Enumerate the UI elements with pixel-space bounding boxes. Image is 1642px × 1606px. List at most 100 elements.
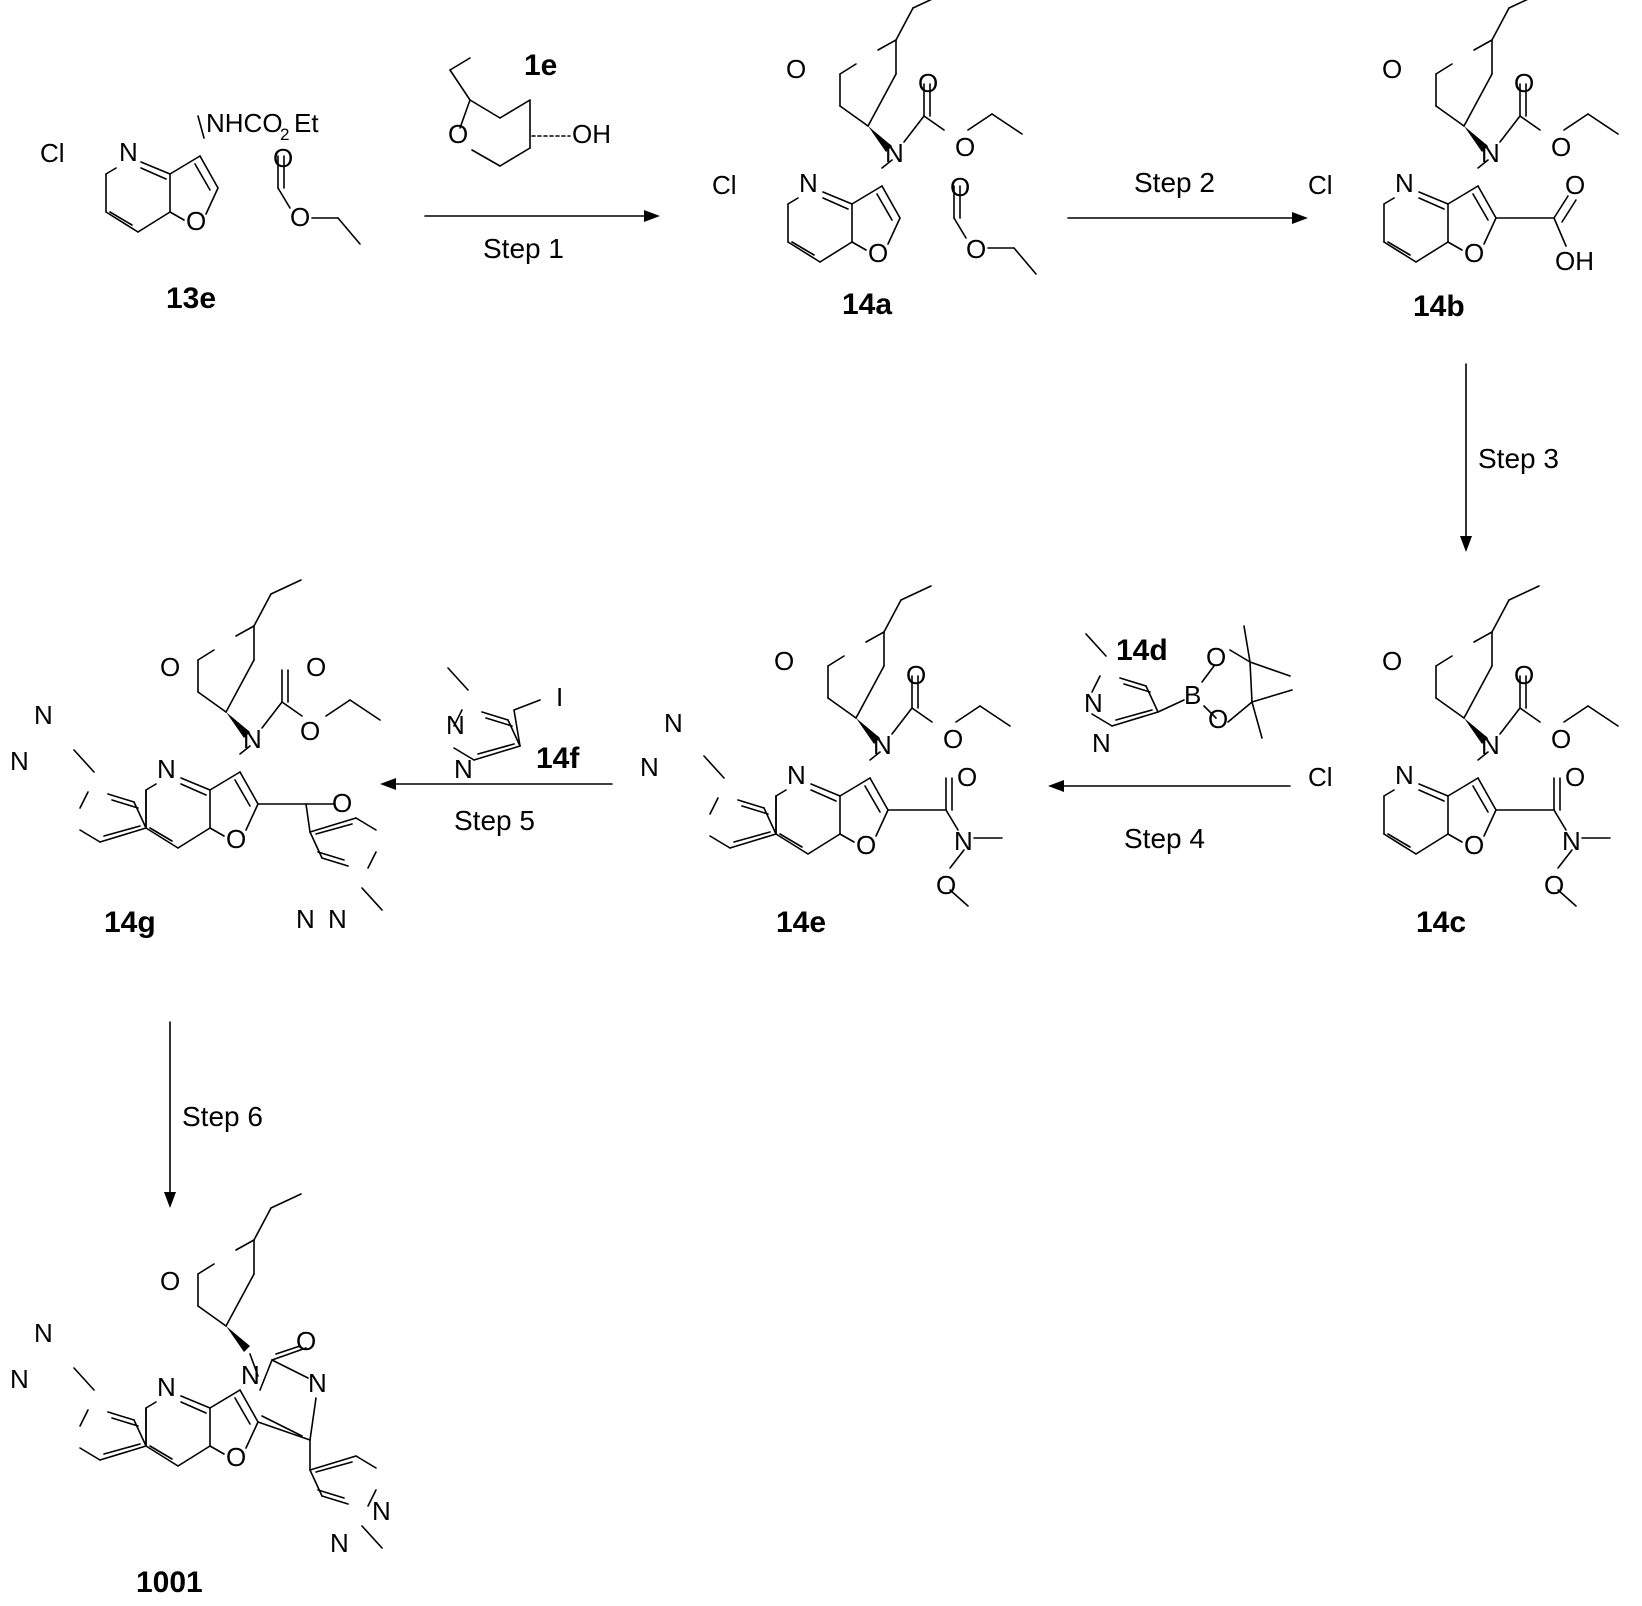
atom-label: O <box>160 652 180 682</box>
atom-label: O <box>1206 642 1226 672</box>
atom-label: Cl <box>712 170 737 200</box>
compound-14a-structure <box>788 0 1036 274</box>
atom-label: O <box>1551 724 1571 754</box>
compound-label-14d: 14d <box>1116 634 1168 667</box>
compound-label-14c: 14c <box>1416 906 1466 939</box>
atom-label: O <box>957 762 977 792</box>
atom-label: I <box>556 682 563 712</box>
atom-label: N <box>1084 688 1103 718</box>
compound-label-1e: 1e <box>524 49 557 82</box>
atom-label: N <box>157 1372 176 1402</box>
atom-label: N <box>454 754 473 784</box>
step-label-4: Step 4 <box>1124 823 1205 854</box>
atom-label: N <box>330 1528 349 1558</box>
atom-label: O <box>226 824 246 854</box>
atom-label: N <box>664 708 683 738</box>
atom-label: O <box>1464 830 1484 860</box>
atom-label: O <box>966 234 986 264</box>
atom-label: OH <box>572 119 611 149</box>
atom-label: N <box>308 1368 327 1398</box>
atom-label: N <box>1562 826 1581 856</box>
atom-label: O <box>1208 704 1228 734</box>
atom-label: N <box>1092 728 1111 758</box>
atom-label: O <box>226 1442 246 1472</box>
compound-14b-structure <box>1384 0 1618 262</box>
atom-label: N <box>1481 138 1500 168</box>
atom-label: O <box>1544 870 1564 900</box>
atom-label: O <box>856 830 876 860</box>
compound-1001-structure <box>74 1194 382 1548</box>
arrow-step-4 <box>1048 780 1290 792</box>
atom-label: N <box>640 752 659 782</box>
compound-label-14b: 14b <box>1413 290 1465 323</box>
arrow-step-6 <box>164 1022 176 1208</box>
atom-label: O <box>1514 660 1534 690</box>
atom-label: N <box>1395 168 1414 198</box>
atom-subscript: 2 <box>280 125 289 144</box>
atom-label: Cl <box>1308 170 1333 200</box>
atom-label: O <box>943 724 963 754</box>
atom-label: O <box>296 1326 316 1356</box>
atom-label: N <box>34 1318 53 1348</box>
step-label-5: Step 5 <box>454 805 535 836</box>
compound-label-14a: 14a <box>842 288 892 321</box>
atom-label: O <box>774 646 794 676</box>
arrow-step-2 <box>1068 212 1308 224</box>
atom-label: O <box>918 68 938 98</box>
atom-label: Cl <box>40 138 65 168</box>
atom-label: OH <box>1555 246 1594 276</box>
atom-label: N <box>296 904 315 934</box>
atom-label: O <box>936 870 956 900</box>
atom-label: Cl <box>1308 762 1333 792</box>
atom-label: B <box>1184 680 1201 710</box>
compound-label-13e: 13e <box>166 282 216 315</box>
step-label-2: Step 2 <box>1134 167 1215 198</box>
atom-label: N <box>241 1360 260 1390</box>
atom-label: O <box>1514 68 1534 98</box>
atom-label: O <box>1464 238 1484 268</box>
atom-label: N <box>10 1364 29 1394</box>
atom-label: O <box>1382 54 1402 84</box>
arrow-step-3 <box>1460 364 1472 552</box>
atom-label: N <box>799 168 818 198</box>
atom-label: N <box>157 754 176 784</box>
atom-label: O <box>1565 762 1585 792</box>
atom-label: O <box>950 172 970 202</box>
atom-label: O <box>1565 170 1585 200</box>
arrow-step-5 <box>380 778 612 790</box>
atom-label: N <box>328 904 347 934</box>
atom-label: N <box>243 724 262 754</box>
atom-label: O <box>1551 132 1571 162</box>
atom-label: O <box>786 54 806 84</box>
atom-label: O <box>306 652 326 682</box>
atom-label: N <box>34 700 53 730</box>
step-label-6: Step 6 <box>182 1101 263 1132</box>
atom-label: O <box>273 143 293 173</box>
compound-14c-structure <box>1384 586 1618 906</box>
atom-label: N <box>873 730 892 760</box>
atom-label: N <box>954 826 973 856</box>
arrow-step-1 <box>425 210 660 222</box>
atom-label: N <box>1481 730 1500 760</box>
atom-label: O <box>300 716 320 746</box>
atom-label: N <box>10 746 29 776</box>
atom-label: N <box>885 138 904 168</box>
atom-label: O <box>955 132 975 162</box>
atom-label: N <box>446 710 465 740</box>
atom-label: O <box>160 1266 180 1296</box>
atom-label: O <box>1382 646 1402 676</box>
atom-label: O <box>332 788 352 818</box>
atom-label: N <box>119 137 138 167</box>
atom-label: N <box>787 760 806 790</box>
compound-label-14e: 14e <box>776 906 826 939</box>
atom-label: NHCO <box>206 108 283 138</box>
atom-label: O <box>906 660 926 690</box>
compound-14g-structure <box>74 580 382 910</box>
compound-label-14f: 14f <box>536 742 580 775</box>
atom-label: O <box>186 206 206 236</box>
step-label-3: Step 3 <box>1478 443 1559 474</box>
atom-label: O <box>868 238 888 268</box>
atom-label: O <box>290 202 310 232</box>
atom-label: N <box>1395 760 1414 790</box>
